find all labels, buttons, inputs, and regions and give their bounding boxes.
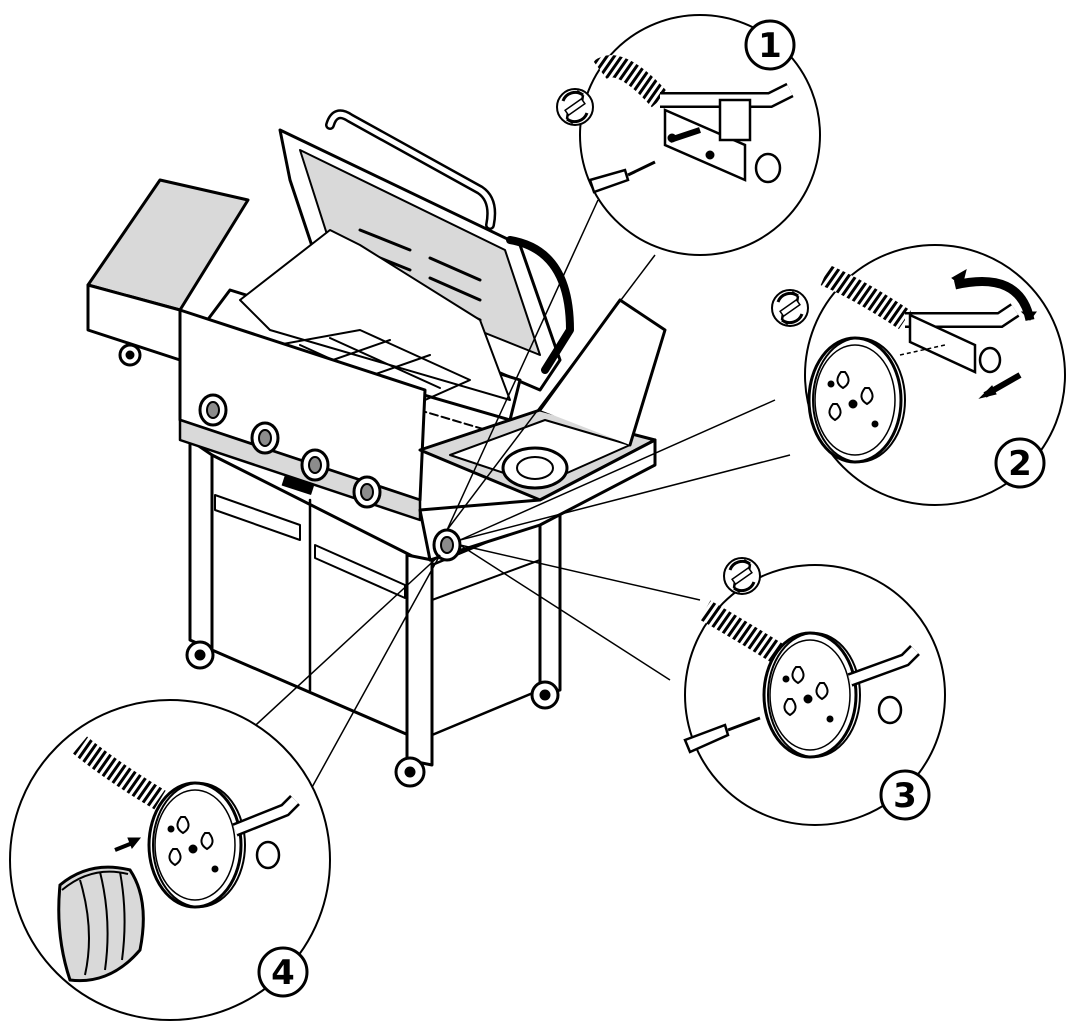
step-1-badge: 1 [744,19,796,71]
control-knob-1 [198,393,228,427]
screwdriver [683,723,730,754]
caster-wheel-front [394,756,426,788]
step-3-callout: 3 [683,556,946,826]
control-panel [178,308,427,522]
callout-leader-lines [244,199,791,801]
caster-wheel-left [185,640,215,670]
step-2-callout: 2 [770,244,1066,506]
side-burner-knob [432,528,462,562]
brand-plate [281,475,315,495]
step-4-callout: 4 [9,699,331,1021]
step-4-number: 4 [271,953,295,993]
step-1-callout: 1 [555,14,821,256]
step-1-number: 1 [758,26,782,66]
step-3-screw-rotate-icon [722,556,762,596]
control-knob-4 [352,475,382,509]
step-2-badge: 2 [994,437,1046,489]
step-3-badge: 3 [879,769,931,821]
step-1-screw-rotate-icon [555,87,595,127]
screwdriver [588,168,630,194]
caster-wheel-right [530,680,560,710]
step-2-number: 2 [1008,444,1032,484]
control-knob-2 [250,421,280,455]
step-4-badge: 4 [257,946,309,998]
left-side-burner-shelf [86,178,250,367]
grill-firebox [198,229,522,441]
step-2-screw-rotate-icon [770,288,810,328]
step-3-number: 3 [893,776,917,816]
replacement-knob [57,865,145,983]
grill-lid [278,109,574,392]
grill-cart [185,438,562,788]
right-side-burner-shelf [418,298,667,562]
control-knob-3 [300,448,330,482]
grill-illustration [86,109,667,788]
